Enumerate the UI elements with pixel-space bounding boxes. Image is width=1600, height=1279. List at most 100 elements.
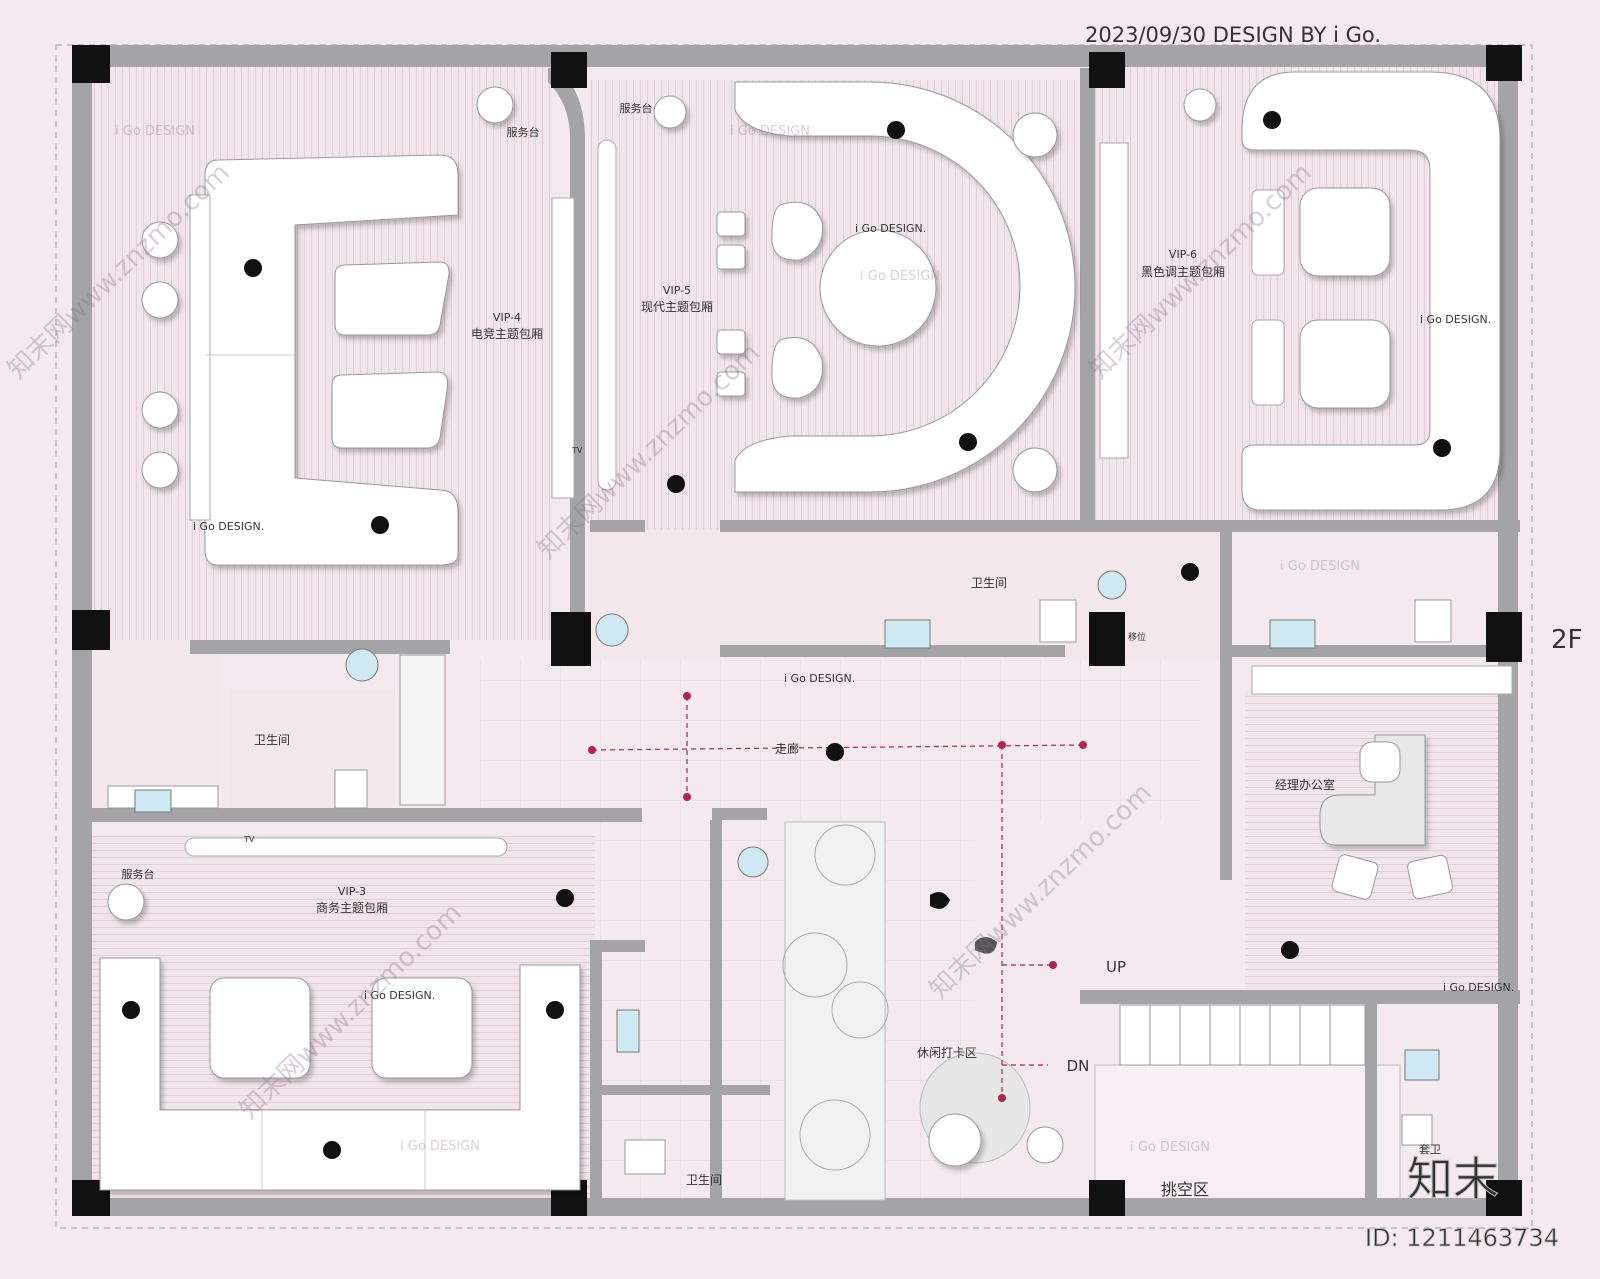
person-icon (667, 475, 685, 493)
design-stamp: 2023/09/30 DESIGN BY i Go. (1085, 23, 1381, 47)
tv-cabinet (1099, 142, 1129, 459)
stool (141, 451, 179, 489)
kidney-table (771, 337, 824, 399)
stool (107, 883, 145, 921)
toilet-tank (334, 769, 368, 809)
stool (141, 221, 179, 259)
person-icon (887, 121, 905, 139)
toilet-tank (624, 1139, 666, 1175)
column (1486, 612, 1522, 662)
person-icon (371, 516, 389, 534)
column (1089, 52, 1125, 88)
round-table (819, 229, 937, 347)
people (122, 111, 1451, 1159)
kidney-table (771, 201, 824, 261)
wall-wc-south-north (590, 940, 645, 952)
person-icon (1281, 941, 1299, 959)
toilet-tank (1039, 599, 1077, 643)
tv-mark: TV (243, 835, 255, 844)
restroom-fixtures (107, 570, 1452, 1175)
brand-mark: i Go DESIGN. (1443, 981, 1514, 994)
restroom-label: 卫生间 (254, 733, 290, 747)
vip3-name: 商务主题包厢 (316, 900, 388, 915)
gaming-table (334, 261, 450, 336)
side-table (1012, 112, 1058, 158)
watermark-text: i Go DESIGN (115, 124, 195, 139)
lounge-chair (928, 1113, 982, 1167)
service-desk-label: 服务台 (620, 101, 653, 115)
vip4-furniture (141, 86, 514, 566)
curved-sofa (734, 81, 1076, 493)
watermark-text: i Go DESIGN (1130, 1140, 1210, 1155)
watermark-id: ID: 1211463734 (1365, 1224, 1559, 1252)
column (1486, 1180, 1522, 1216)
wall-wc-south-mid (590, 1085, 770, 1095)
watermark-logo: 知末 (1407, 1152, 1499, 1206)
ottoman (716, 371, 746, 397)
columns (72, 45, 1522, 1216)
wall-office-west (1220, 520, 1232, 880)
person-icon (1181, 563, 1199, 581)
vip6-name: 黑色调主题包厢 (1141, 265, 1225, 279)
sink (884, 619, 931, 649)
wall-wc-row-north-b (720, 520, 1230, 532)
staircase (399, 654, 1366, 1066)
column (551, 612, 591, 666)
u-sofa (1241, 71, 1501, 511)
lounge-decor (782, 821, 1064, 1201)
service-desk-label: 服务台 (122, 867, 155, 881)
sink (1404, 1049, 1440, 1081)
business-table (371, 977, 473, 1079)
person-icon (122, 1001, 140, 1019)
shift-label: 移位 (1128, 631, 1146, 643)
column (1089, 1180, 1125, 1216)
vip4-code: VIP-4 (493, 311, 521, 324)
vip5-code: VIP-5 (663, 284, 691, 297)
toilet-tank (1401, 1114, 1433, 1146)
person-icon (1433, 439, 1451, 457)
person-icon (244, 259, 262, 277)
lounge-label: 休闲打卡区 (917, 1046, 977, 1060)
column (551, 52, 587, 88)
basin (345, 648, 379, 682)
watermark-text: i Go DESIGN (730, 124, 810, 139)
wc-west-inner-floor (230, 690, 395, 820)
floor-level: 2F (1551, 625, 1583, 655)
ottoman (716, 329, 746, 355)
stool (1183, 88, 1217, 122)
wall-stair-north (1080, 990, 1520, 1004)
vip3-code: VIP-3 (338, 885, 366, 898)
wall-wc-row-south (720, 645, 1065, 657)
wall-wc-row-north-a (590, 520, 645, 532)
person-icon (826, 743, 844, 761)
square-table (1299, 319, 1391, 409)
sink (134, 789, 172, 813)
wall-vip4-vip5 (548, 68, 585, 650)
route-nodes (588, 692, 1087, 1102)
basin (595, 613, 629, 647)
wall-lounge-west (710, 820, 722, 1200)
column (1089, 612, 1125, 666)
ottoman (1251, 189, 1285, 276)
vip6-code: VIP-6 (1169, 248, 1197, 261)
stair-down-mark: DN (1067, 1057, 1090, 1075)
toilet-tank (1414, 599, 1452, 643)
brand-mark: i Go DESIGN. (784, 672, 855, 685)
walls (72, 45, 1520, 1216)
person-icon (546, 1001, 564, 1019)
square-table (1299, 187, 1391, 277)
office-chair (1359, 741, 1401, 783)
tv-cabinet (551, 197, 575, 499)
wall-lounge-north (712, 808, 767, 820)
stair-flight (1119, 1004, 1366, 1066)
gaming-table (331, 371, 449, 449)
ottoman (716, 244, 746, 270)
office-furniture (1251, 665, 1513, 900)
wall-vip3-north (92, 808, 642, 822)
guest-chair (1407, 854, 1453, 900)
person-icon (323, 1141, 341, 1159)
side-table (1026, 1126, 1064, 1164)
business-table (209, 977, 311, 1079)
basin (737, 846, 769, 878)
corridor-floor (480, 660, 1200, 820)
